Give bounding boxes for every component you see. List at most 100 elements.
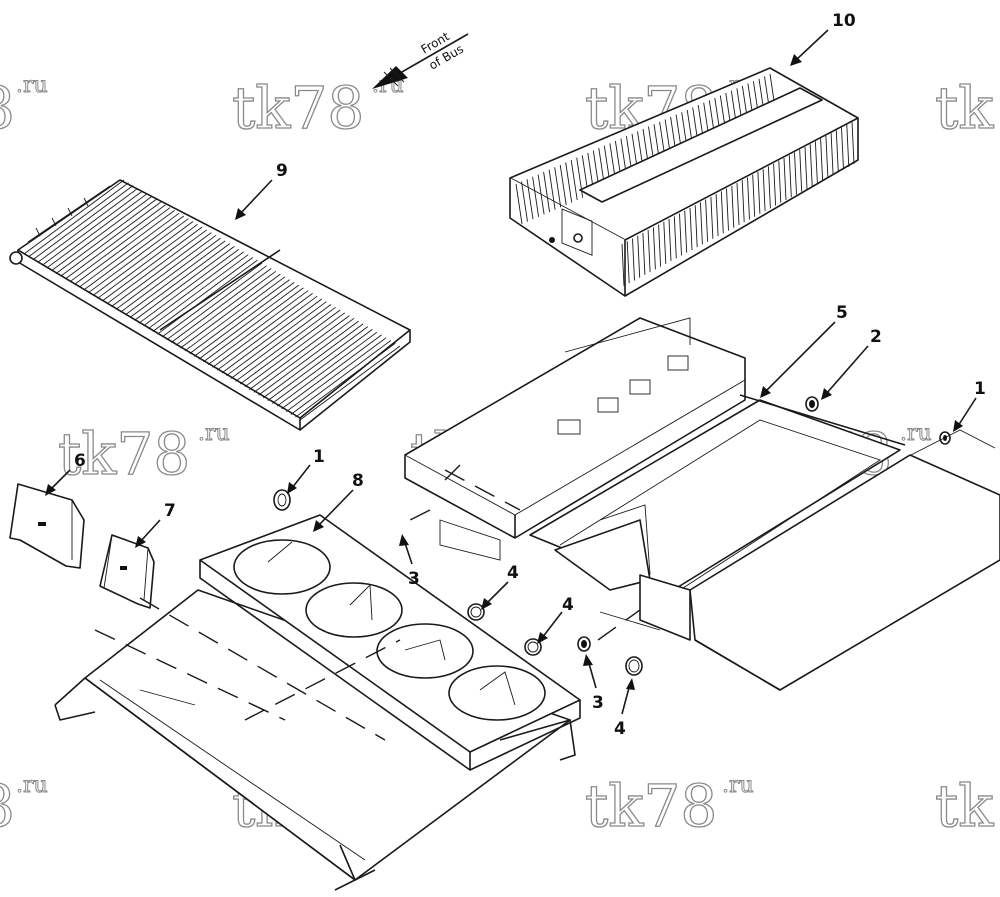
- housing-window: [557, 419, 581, 435]
- coil-fin: [216, 295, 318, 371]
- coil-fin: [825, 135, 829, 178]
- coil-fin: [715, 194, 719, 237]
- watermark-fragment: tk: [935, 74, 994, 142]
- coil-fin: [299, 345, 401, 421]
- leader-7-arrow-icon: [135, 536, 146, 548]
- housing-flap-edge: [599, 611, 661, 631]
- housing-window: [667, 355, 689, 371]
- coil-fin: [720, 191, 724, 234]
- front-of-bus-indicator: Front of Bus: [372, 29, 469, 89]
- coil-fin: [543, 171, 551, 213]
- coil-fin: [757, 171, 761, 214]
- evap-fitting: [549, 237, 555, 243]
- part-6-bracket: [9, 483, 85, 569]
- watermark-suffix: .ru: [722, 773, 754, 798]
- coil-fin: [28, 182, 129, 258]
- seal-part-1: [273, 489, 291, 511]
- base-right-bracket: [499, 719, 576, 761]
- coil-fin: [83, 215, 185, 291]
- coil-fin: [212, 293, 313, 368]
- callout-1b: 1: [974, 379, 986, 399]
- housing-fairing-top: [904, 429, 996, 459]
- housing-rail: [739, 394, 906, 446]
- leader-10: [795, 29, 829, 61]
- coil-fin: [679, 213, 682, 256]
- coil-fin: [642, 232, 646, 275]
- coil-fin: [143, 251, 244, 327]
- housing-upper-box: [404, 317, 746, 539]
- seal-part-4c: [625, 656, 643, 676]
- coil-fin: [193, 282, 295, 357]
- seal-part-1b-inner: [943, 435, 947, 441]
- coil-fin: [258, 320, 359, 396]
- coil-fin: [42, 190, 143, 266]
- coil-fin: [152, 257, 254, 332]
- coil-fin: [37, 187, 139, 263]
- fan-opening: [305, 582, 403, 638]
- coil-fin: [295, 342, 396, 418]
- housing-fairing-edge: [694, 639, 781, 691]
- coil-fin: [32, 185, 134, 260]
- part-5-main-housing: [404, 317, 1000, 691]
- leader-6: [49, 469, 71, 491]
- coil-fin: [747, 177, 750, 220]
- bracket-6-outline: [9, 483, 85, 569]
- callout-6: 6: [74, 451, 86, 471]
- seal-part-4c-inner: [628, 659, 640, 673]
- fan-deck-side: [469, 700, 581, 771]
- coil-fin: [134, 246, 235, 321]
- seal-part-1-inner: [277, 493, 287, 507]
- coil-fin: [23, 179, 125, 255]
- coil-fin: [565, 162, 573, 203]
- coil-fin: [51, 196, 152, 271]
- watermark: tk78: [58, 420, 190, 488]
- assembly-line: [94, 629, 286, 721]
- coil-fin: [92, 221, 194, 296]
- coil-fin: [124, 240, 226, 316]
- coil-fin: [521, 181, 528, 222]
- coil-fin: [69, 207, 171, 283]
- coil-fin: [88, 218, 189, 294]
- bracket-7-edges: [103, 534, 149, 601]
- callout-4c: 4: [614, 719, 626, 739]
- coil-fin: [106, 229, 208, 305]
- coil-fin: [101, 226, 203, 302]
- leader-7: [139, 519, 161, 543]
- coil-fin: [794, 152, 797, 195]
- coil-fin: [138, 248, 240, 324]
- coil-side-edge: [299, 330, 411, 431]
- housing-window: [597, 397, 619, 413]
- coil-fin: [207, 290, 309, 366]
- seals: [273, 396, 951, 676]
- assembly-line: [444, 469, 521, 511]
- coil-fin: [632, 238, 635, 281]
- coil-fin: [804, 146, 808, 190]
- coil-fin: [272, 329, 373, 404]
- watermark-suffix: .ru: [900, 421, 932, 446]
- callout-10: 10: [832, 11, 856, 31]
- housing-tray-inner: [559, 419, 882, 591]
- watermark-fragment: tk: [935, 772, 994, 840]
- assembly-line: [244, 639, 401, 721]
- coil-center-seam: [159, 249, 281, 331]
- coil-fin: [647, 230, 651, 273]
- coil-fin: [235, 306, 336, 382]
- coil-fin: [668, 218, 672, 262]
- coil-fin: [710, 196, 714, 239]
- coil-fin: [267, 326, 369, 401]
- coil-fin: [147, 254, 249, 330]
- seal-part-4b-inner: [527, 641, 539, 653]
- leader-8-arrow-icon: [313, 520, 324, 532]
- coil-fin: [198, 284, 300, 360]
- part-10-evaporator-coil: [509, 67, 859, 297]
- coil-fin: [788, 155, 792, 198]
- coil-fin: [846, 124, 850, 167]
- coil-fin: [78, 212, 180, 288]
- watermark: tk78: [232, 74, 364, 142]
- coil-fin: [175, 270, 277, 346]
- coil-fins: [23, 179, 401, 421]
- base-left-bracket: [54, 704, 96, 721]
- evap-front-panel: [509, 178, 626, 297]
- coil-fin: [97, 223, 198, 299]
- coil-fin: [281, 334, 382, 410]
